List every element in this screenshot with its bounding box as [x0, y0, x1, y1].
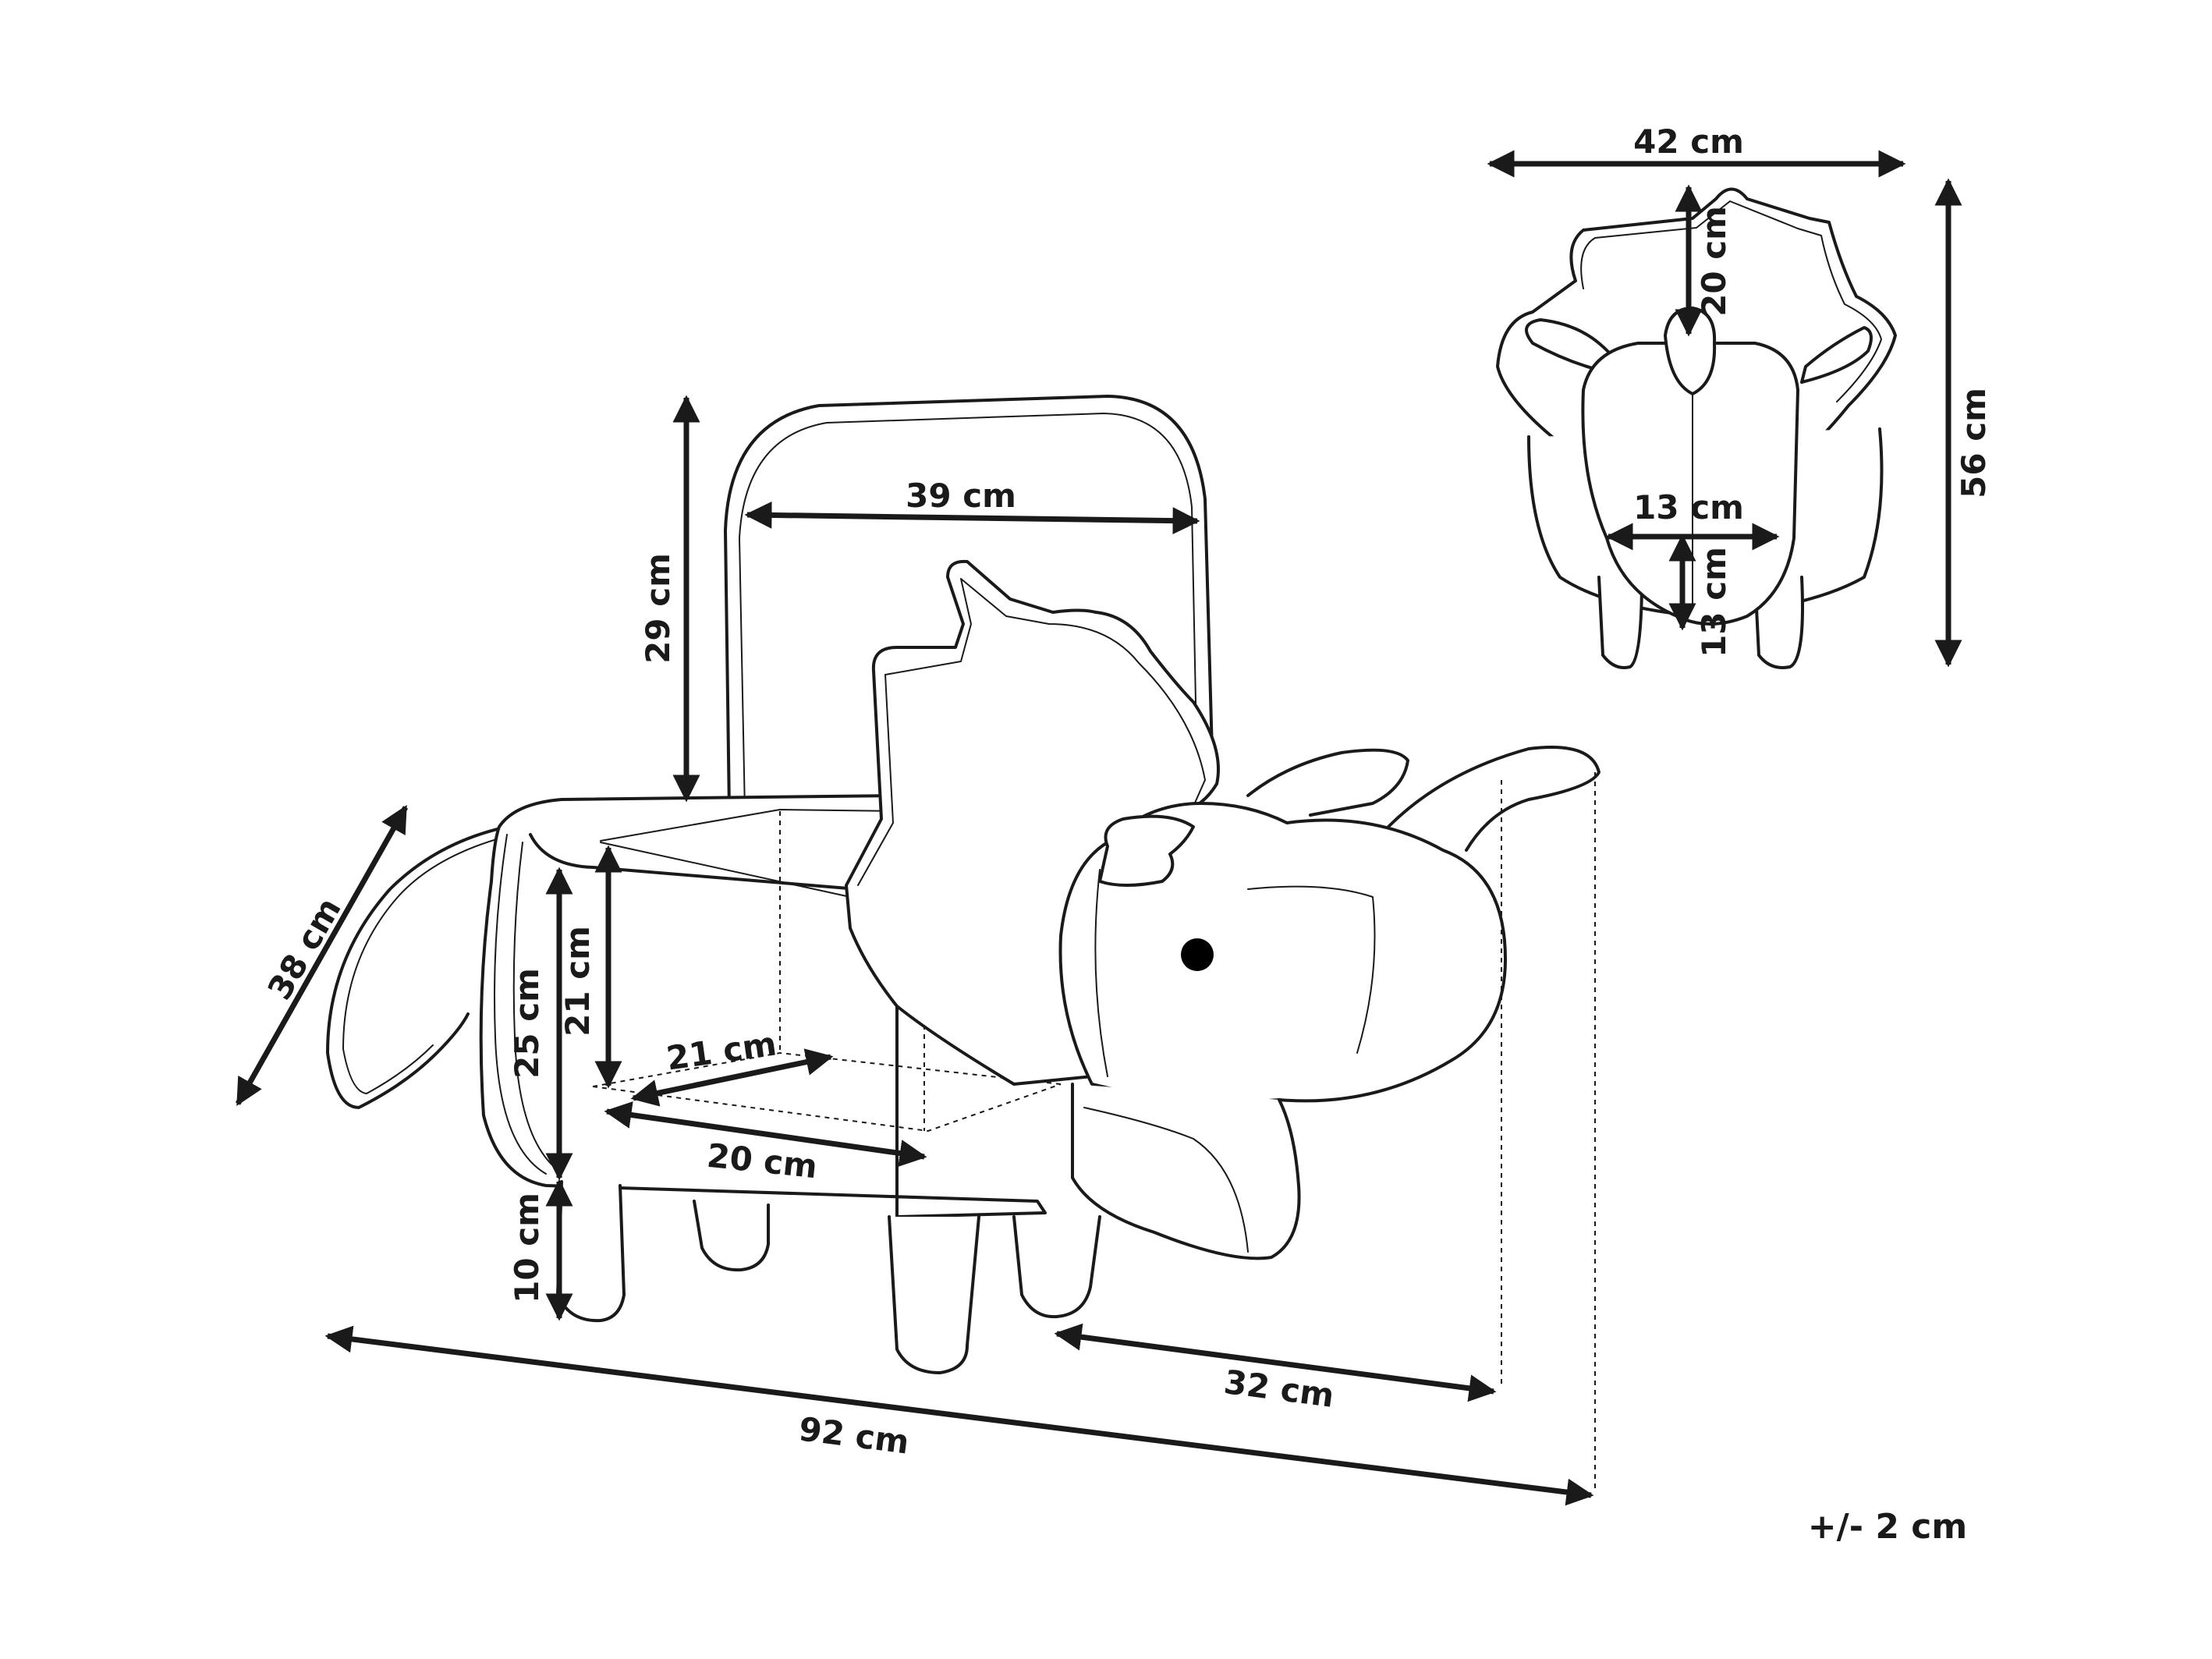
- leg-height-label: 10 cm: [508, 1193, 546, 1303]
- dimension-lines: [235, 150, 1962, 1506]
- lid-width-label: 39 cm: [906, 477, 1016, 515]
- face-width-label: 13 cm: [1633, 488, 1744, 526]
- overall-length-label: 92 cm: [797, 1409, 912, 1461]
- storage-height-label: 21 cm: [558, 926, 597, 1037]
- frill-height-label: 20 cm: [1695, 206, 1733, 317]
- face-height-label: 13 cm: [1695, 547, 1733, 658]
- front-legs-outline: [1597, 576, 1804, 669]
- front-head-outline: [1581, 342, 1799, 626]
- total-height-label: 56 cm: [1955, 388, 1993, 498]
- front-width-label: 42 cm: [1633, 122, 1744, 161]
- lid-height-label: 29 cm: [639, 553, 677, 664]
- tolerance-note: +/- 2 cm: [1808, 1507, 1967, 1547]
- side-view-drawing: [326, 395, 1601, 1490]
- head-outline: [1058, 746, 1601, 1260]
- eye-dot: [1181, 938, 1214, 971]
- front-view-drawing: [1496, 187, 1897, 669]
- seat-height-label: 25 cm: [508, 968, 546, 1079]
